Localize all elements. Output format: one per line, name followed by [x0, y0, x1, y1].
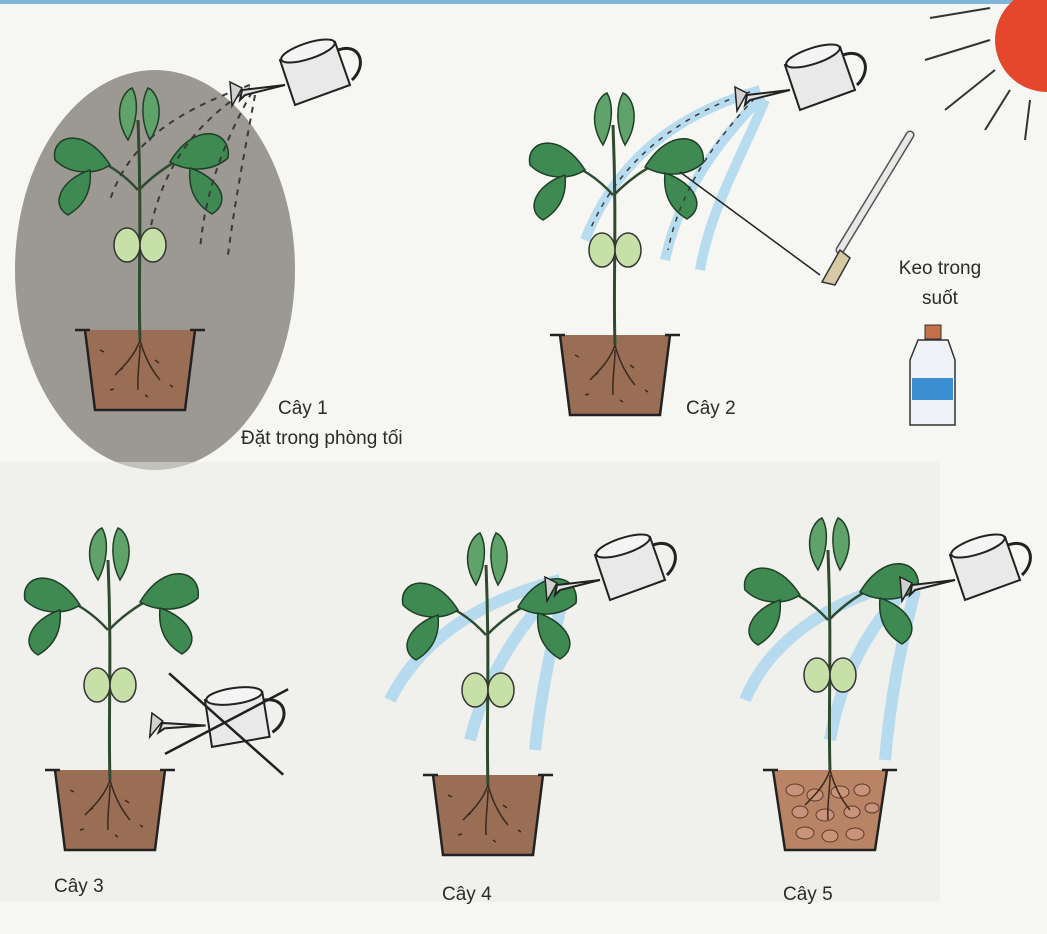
plant-4-label: Cây 4: [442, 884, 492, 906]
plant-5-label: Cây 5: [783, 884, 833, 906]
plant-1-note: Đặt trong phòng tối: [241, 428, 403, 450]
plant-3-label: Cây 3: [54, 876, 104, 898]
plant-1-label: Cây 1: [278, 398, 328, 420]
glue-label-line2: suốt: [880, 288, 1000, 310]
plant-2: [530, 40, 955, 425]
sun-icon: [925, 0, 1047, 140]
plant-2-label: Cây 2: [686, 398, 736, 420]
glue-label-line1: Keo trong: [880, 258, 1000, 280]
glue-bottle-icon: [910, 325, 955, 425]
